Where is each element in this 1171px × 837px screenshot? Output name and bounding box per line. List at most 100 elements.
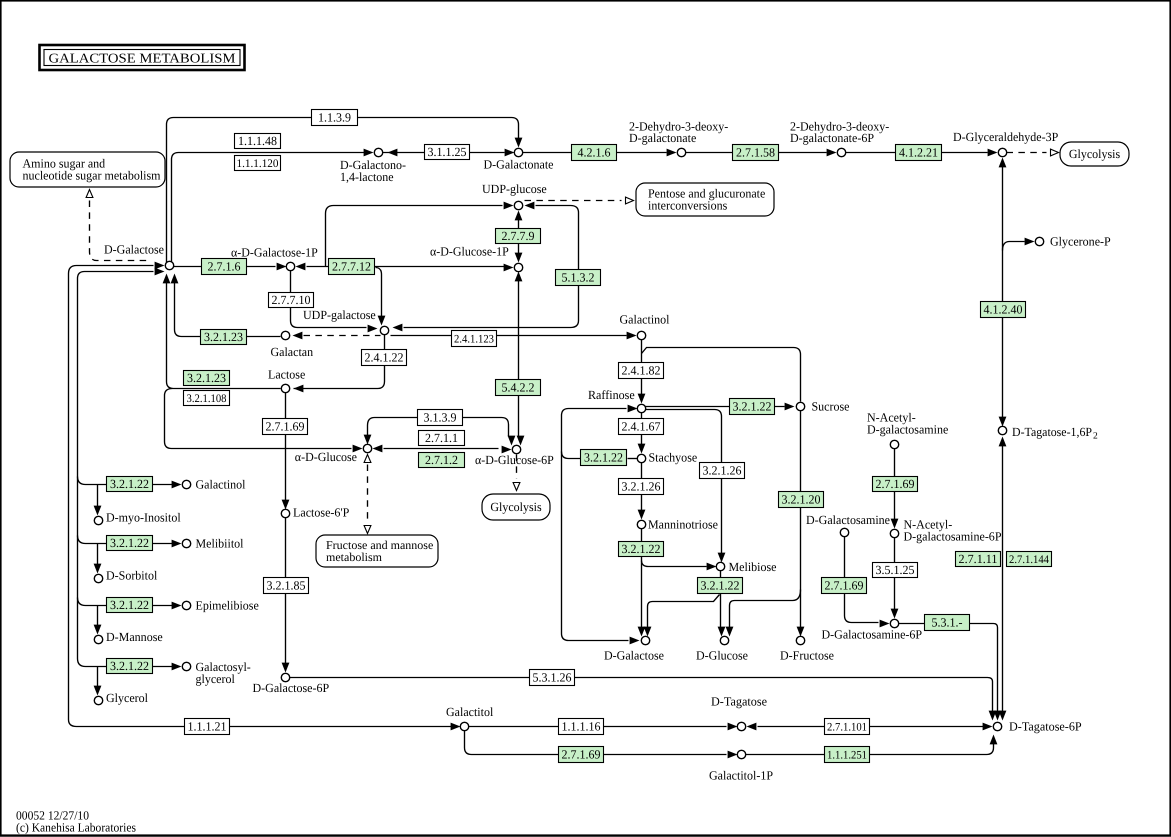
svg-text:UDP-glucose: UDP-glucose [482, 182, 547, 196]
svg-text:2.7.1.69: 2.7.1.69 [825, 579, 864, 593]
svg-text:metabolism: metabolism [326, 550, 383, 564]
svg-text:3.2.1.22: 3.2.1.22 [622, 542, 661, 556]
svg-text:1.1.3.9: 1.1.3.9 [318, 111, 351, 125]
svg-text:4.2.1.6: 4.2.1.6 [578, 146, 611, 160]
svg-text:D-Galactose-6P: D-Galactose-6P [253, 681, 330, 695]
svg-text:Epimelibiose: Epimelibiose [196, 599, 260, 613]
svg-text:3.2.1.22: 3.2.1.22 [110, 477, 149, 491]
svg-text:1.1.1.251: 1.1.1.251 [827, 750, 867, 762]
svg-text:Melibiose: Melibiose [729, 560, 777, 574]
svg-text:D-galactosamine-6P: D-galactosamine-6P [904, 530, 1002, 544]
svg-text:3.2.1.22: 3.2.1.22 [733, 400, 772, 414]
svg-text:Galactinol: Galactinol [196, 478, 246, 492]
svg-text:2.7.7.12: 2.7.7.12 [332, 260, 371, 274]
svg-text:α-D-Galactose-1P: α-D-Galactose-1P [231, 246, 318, 260]
svg-text:2.7.1.1: 2.7.1.1 [425, 431, 458, 445]
svg-text:Galactitol-1P: Galactitol-1P [709, 769, 773, 783]
svg-text:3.2.1.22: 3.2.1.22 [110, 598, 149, 612]
svg-text:3.2.1.23: 3.2.1.23 [204, 330, 243, 344]
svg-text:D-Tagatose: D-Tagatose [711, 695, 767, 709]
svg-text:2.7.7.9: 2.7.7.9 [502, 229, 535, 243]
svg-text:D-myo-Inositol: D-myo-Inositol [106, 511, 181, 525]
svg-text:3.2.1.22: 3.2.1.22 [110, 659, 149, 673]
svg-text:5.1.3.2: 5.1.3.2 [562, 271, 595, 285]
svg-text:2.7.1.69: 2.7.1.69 [876, 477, 915, 491]
svg-text:Glycolysis: Glycolysis [490, 500, 541, 514]
svg-text:UDP-galactose: UDP-galactose [303, 308, 376, 322]
svg-text:glycerol: glycerol [196, 672, 236, 686]
svg-text:D-Glyceraldehyde-3P: D-Glyceraldehyde-3P [953, 130, 1058, 144]
svg-text:α-D-Glucose-6P: α-D-Glucose-6P [475, 453, 554, 467]
svg-text:3.2.1.85: 3.2.1.85 [267, 579, 306, 593]
svg-text:1,4-lactone: 1,4-lactone [340, 170, 394, 184]
svg-text:2.4.1.82: 2.4.1.82 [622, 364, 661, 378]
svg-text:D-Galactosamine-6P: D-Galactosamine-6P [822, 628, 923, 642]
svg-text:N-Acetyl-: N-Acetyl- [904, 518, 953, 532]
svg-text:5.3.1.-: 5.3.1.- [932, 616, 963, 630]
svg-text:2.7.1.101: 2.7.1.101 [827, 722, 867, 734]
svg-text:4.1.2.21: 4.1.2.21 [899, 146, 938, 160]
svg-text:D-Sorbitol: D-Sorbitol [106, 569, 158, 583]
svg-text:D-Galactose: D-Galactose [104, 243, 164, 257]
svg-text:2.7.7.10: 2.7.7.10 [272, 293, 311, 307]
svg-text:Raffinose: Raffinose [588, 388, 635, 402]
svg-text:Lactose-6'P: Lactose-6'P [293, 506, 349, 520]
svg-text:Glycerol: Glycerol [106, 691, 149, 705]
svg-text:D-Galactose: D-Galactose [604, 649, 664, 663]
svg-text:Sucrose: Sucrose [812, 400, 850, 414]
svg-text:3.2.1.26: 3.2.1.26 [703, 464, 742, 478]
svg-text:Galactan: Galactan [271, 345, 314, 359]
svg-text:2.4.1.22: 2.4.1.22 [365, 351, 404, 365]
svg-text:Stachyose: Stachyose [649, 451, 698, 465]
svg-text:3.2.1.108: 3.2.1.108 [187, 393, 227, 405]
svg-text:2-Dehydro-3-deoxy-: 2-Dehydro-3-deoxy- [790, 120, 889, 134]
svg-text:3.2.1.22: 3.2.1.22 [110, 536, 149, 550]
svg-text:(c) Kanehisa Laboratories: (c) Kanehisa Laboratories [16, 821, 136, 835]
svg-text:2.7.1.58: 2.7.1.58 [736, 146, 775, 160]
svg-text:3.1.1.25: 3.1.1.25 [428, 145, 467, 159]
svg-text:2.7.1.69: 2.7.1.69 [562, 748, 601, 762]
svg-text:5.4.2.2: 5.4.2.2 [502, 381, 535, 395]
svg-text:4.1.2.40: 4.1.2.40 [984, 303, 1023, 317]
svg-text:1.1.1.120: 1.1.1.120 [237, 158, 279, 170]
svg-text:D-Galactonate: D-Galactonate [484, 158, 554, 172]
svg-text:3.2.1.22: 3.2.1.22 [701, 579, 740, 593]
svg-text:3.2.1.26: 3.2.1.26 [622, 480, 661, 494]
svg-text:3.2.1.20: 3.2.1.20 [782, 493, 821, 507]
svg-text:3.1.3.9: 3.1.3.9 [424, 411, 457, 425]
svg-text:2.7.1.6: 2.7.1.6 [208, 260, 241, 274]
svg-text:2.7.1.11: 2.7.1.11 [959, 552, 998, 566]
svg-text:α-D-Glucose-1P: α-D-Glucose-1P [430, 245, 509, 259]
svg-text:D-Tagatose-1,6P: D-Tagatose-1,6P [1012, 425, 1092, 439]
svg-text:2.7.1.144: 2.7.1.144 [1009, 554, 1049, 566]
svg-text:α-D-Glucose: α-D-Glucose [295, 450, 358, 464]
svg-text:2.7.1.69: 2.7.1.69 [266, 420, 305, 434]
svg-text:D-galactosamine: D-galactosamine [867, 423, 949, 437]
svg-text:D-Glucose: D-Glucose [696, 649, 748, 663]
svg-text:2: 2 [1093, 432, 1098, 442]
svg-text:2.4.1.67: 2.4.1.67 [622, 420, 661, 434]
svg-text:D-galactonate: D-galactonate [629, 131, 697, 145]
svg-text:1.1.1.21: 1.1.1.21 [188, 720, 227, 734]
svg-text:1.1.1.48: 1.1.1.48 [238, 134, 277, 148]
svg-text:1.1.1.16: 1.1.1.16 [562, 720, 601, 734]
svg-text:nucleotide sugar metabolism: nucleotide sugar metabolism [23, 168, 161, 182]
svg-text:D-Fructose: D-Fructose [780, 649, 834, 663]
svg-text:2-Dehydro-3-deoxy-: 2-Dehydro-3-deoxy- [629, 120, 728, 134]
svg-text:interconversions: interconversions [648, 198, 727, 212]
svg-text:D-Galactosamine: D-Galactosamine [806, 513, 890, 527]
svg-text:Amino sugar and: Amino sugar and [23, 156, 106, 170]
svg-text:D-Galactono-: D-Galactono- [340, 158, 406, 172]
svg-text:3.2.1.22: 3.2.1.22 [584, 451, 623, 465]
svg-text:Galactitol: Galactitol [446, 705, 494, 719]
svg-text:Galactosyl-: Galactosyl- [196, 660, 251, 674]
svg-text:00052 12/27/10: 00052 12/27/10 [16, 809, 89, 823]
svg-text:Galactinol: Galactinol [620, 313, 670, 327]
svg-text:D-Tagatose-6P: D-Tagatose-6P [1009, 720, 1082, 734]
svg-text:Pentose and glucuronate: Pentose and glucuronate [648, 186, 766, 200]
svg-text:Glycerone-P: Glycerone-P [1050, 235, 1111, 249]
svg-text:Melibiitol: Melibiitol [196, 537, 245, 551]
svg-text:D-galactonate-6P: D-galactonate-6P [790, 131, 874, 145]
svg-text:3.5.1.25: 3.5.1.25 [876, 563, 915, 577]
svg-text:GALACTOSE METABOLISM: GALACTOSE METABOLISM [49, 51, 236, 66]
